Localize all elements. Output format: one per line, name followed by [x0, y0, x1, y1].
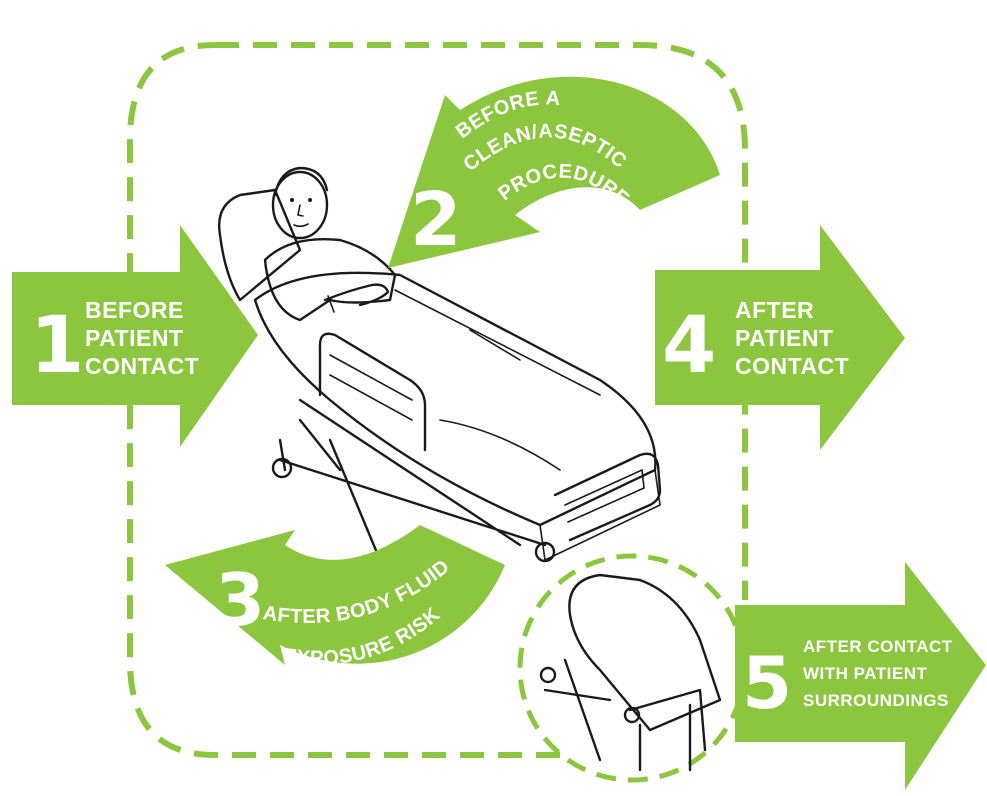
step-4-label-line-1: AFTER [735, 297, 814, 323]
step-1-label-line-3: CONTACT [85, 353, 199, 379]
step-4-number: 4 [662, 301, 716, 391]
step-4-arrow: 4 AFTER PATIENT CONTACT [655, 225, 905, 450]
step-5-arrow: 5 AFTER CONTACT WITH PATIENT SURROUNDING… [735, 562, 986, 790]
step-3-arrow: 3 AFTER BODY FLUID EXPOSURE RISK [165, 525, 505, 670]
step-1-label-line-2: PATIENT [85, 325, 183, 351]
step-4-label-line-3: CONTACT [735, 353, 849, 379]
step-5-label-line-3: SURROUNDINGS [803, 691, 949, 710]
step-1-number: 1 [30, 301, 84, 391]
step-2-number: 2 [410, 177, 462, 263]
surroundings-bed-illustration [541, 575, 720, 770]
step-2-arrow: 2 BEFORE A CLEAN/ASEPTIC PROCEDURE [388, 77, 720, 268]
step-5-label-line-2: WITH PATIENT [803, 664, 927, 683]
step-1-label-line-1: BEFORE [85, 297, 184, 323]
step-5-label-line-1: AFTER CONTACT [803, 637, 953, 656]
step-5-number: 5 [742, 641, 792, 725]
step-3-number: 3 [215, 558, 265, 642]
step-1-arrow: 1 BEFORE PATIENT CONTACT [12, 225, 258, 447]
step-4-label-line-2: PATIENT [735, 325, 833, 351]
